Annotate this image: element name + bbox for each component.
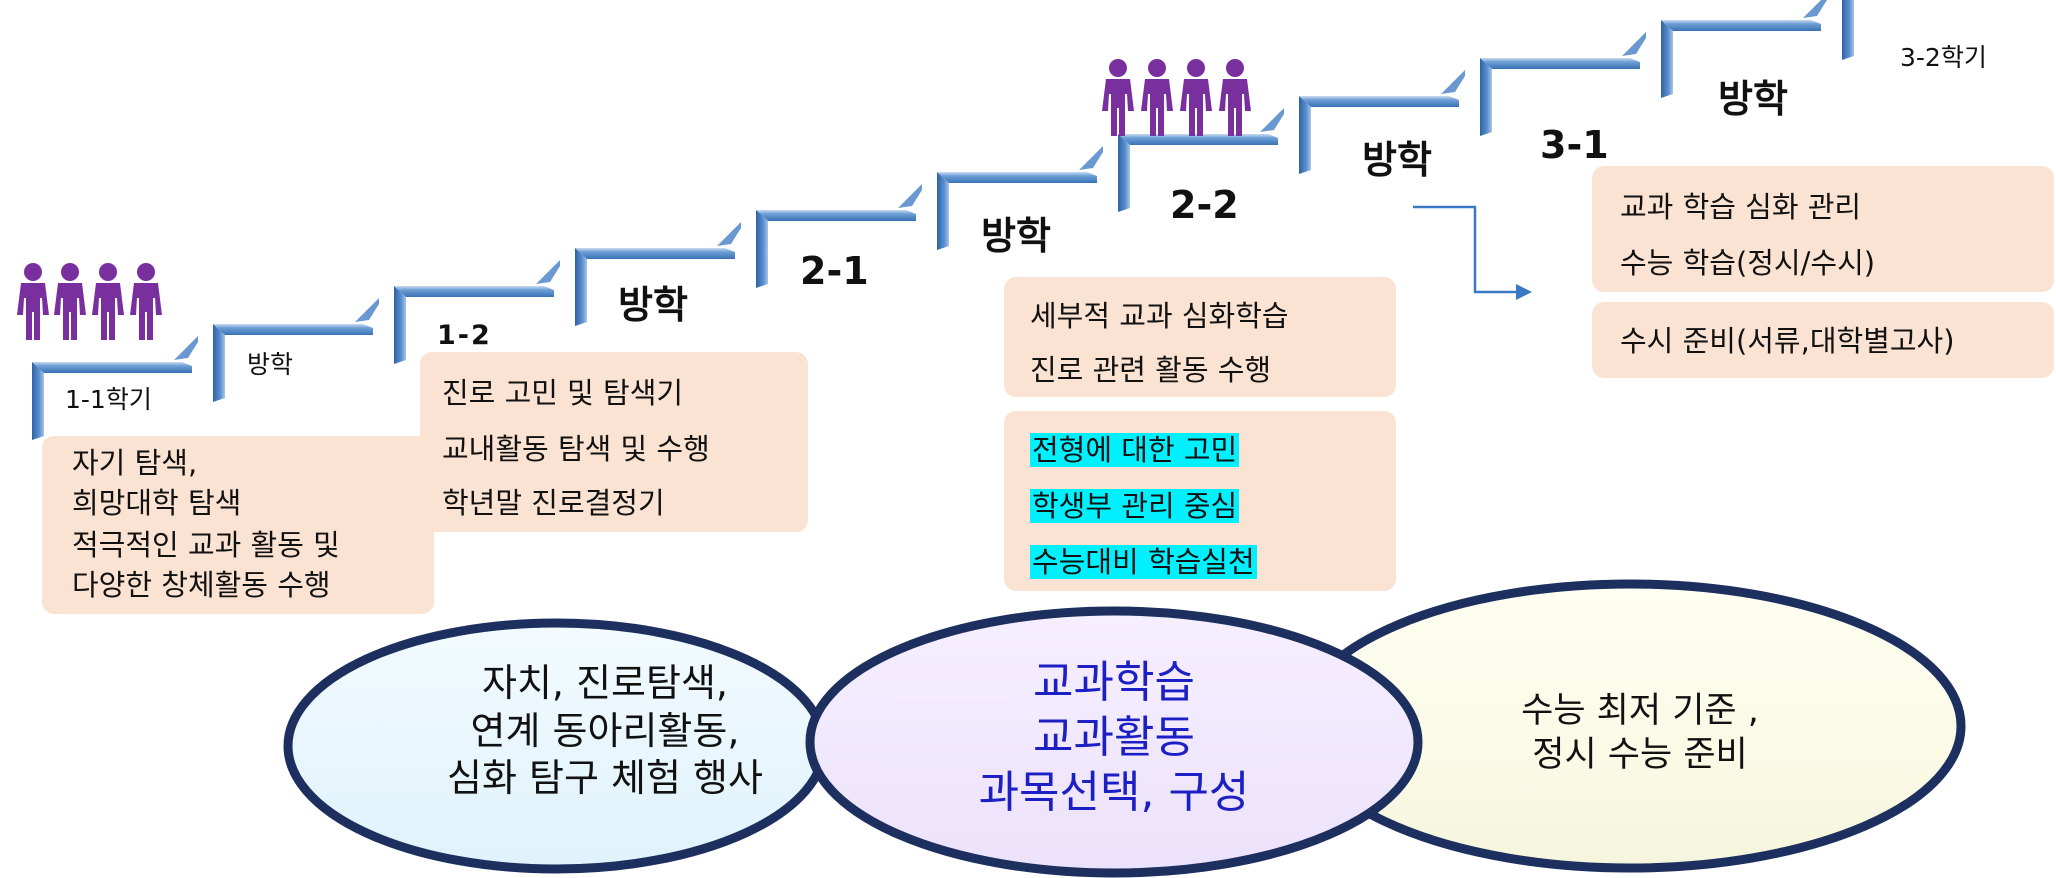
step-label-break-2: 방학: [618, 283, 688, 327]
note-line: 자기 탐색,: [72, 446, 198, 480]
stair-chevron: [717, 222, 741, 246]
oval-line: 교과활동: [1033, 712, 1195, 763]
stair-chevron: [1803, 0, 1827, 18]
staircase: [32, 0, 1854, 440]
oval-line: 심화 탐구 체험 행사: [447, 756, 763, 800]
stair-riser: [756, 210, 768, 288]
oval-left-text: 자치, 진로탐색, 연계 동아리활동, 심화 탐구 체험 행사: [380, 660, 830, 803]
note-line: 수시 준비(서류,대학별고사): [1620, 324, 1955, 358]
stair-step: [394, 260, 560, 364]
step-label-2-1: 2-1: [800, 249, 869, 293]
highlight-text: 전형에 대한 고민: [1030, 433, 1240, 467]
note-line: 교과 학습 심화 관리: [1620, 190, 1862, 224]
note-line: 진로 고민 및 탐색기: [442, 376, 684, 410]
stair-step: [32, 336, 198, 440]
stair-riser: [1842, 0, 1854, 60]
note-line: 전형에 대한 고민: [1030, 433, 1240, 468]
stair-step: [1480, 32, 1646, 136]
note-line: 다양한 창체활동 수행: [72, 568, 331, 602]
stair-step: [1299, 70, 1465, 174]
activity-ovals: [283, 579, 1966, 878]
stair-riser: [32, 362, 44, 440]
stair-riser: [1661, 20, 1673, 98]
note-2-2-top: 세부적 교과 심화학습 진로 관련 활동 수행: [1004, 277, 1396, 397]
stair-tread: [1661, 20, 1821, 31]
stair-tread: [575, 248, 735, 259]
oval-line: 연계 동아리활동,: [470, 708, 740, 753]
arrow-right-icon: [1413, 205, 1532, 300]
oval-line: 자치, 진로탐색,: [482, 661, 728, 705]
stair-chevron: [1079, 146, 1103, 170]
stair-chevron: [355, 298, 379, 322]
oval-center: [805, 606, 1423, 878]
note-3-1-top: 교과 학습 심화 관리 수능 학습(정시/수시): [1592, 166, 2054, 292]
note-1-2: 진로 고민 및 탐색기 교내활동 탐색 및 수행 학년말 진로결정기: [420, 352, 808, 532]
note-line: 세부적 교과 심화학습: [1030, 299, 1289, 333]
stair-step: [1661, 0, 1827, 98]
step-label-break-5: 방학: [1718, 77, 1788, 121]
stair-riser: [1480, 58, 1492, 136]
note-line: 적극적인 교과 활동 및: [72, 528, 340, 562]
note-3-1-bottom: 수시 준비(서류,대학별고사): [1592, 302, 2054, 378]
stair-riser: [937, 172, 949, 250]
note-line: 학년말 진로결정기: [442, 486, 665, 520]
stair-riser: [213, 324, 225, 402]
stair-chevron: [1622, 32, 1646, 56]
highlight-text: 수능대비 학습실천: [1030, 545, 1257, 579]
oval-center-text: 교과학습 교과활동 과목선택, 구성: [874, 655, 1354, 820]
step-label-3-1: 3-1: [1540, 123, 1609, 167]
stair-chevron: [1260, 108, 1284, 132]
stair-tread: [1118, 134, 1278, 145]
oval-right-text: 수능 최저 기준 , 정시 수능 준비: [1420, 690, 1860, 778]
note-line: 학생부 관리 중심: [1030, 489, 1240, 524]
stair-riser: [1299, 96, 1311, 174]
stair-tread: [1299, 96, 1459, 107]
step-label-break-1: 방학: [247, 350, 294, 379]
stair-chevron: [898, 184, 922, 208]
note-line: 희망대학 탐색: [72, 486, 242, 520]
note-line: 진로 관련 활동 수행: [1030, 353, 1272, 387]
step-label-3-2: 3-2학기: [1900, 43, 1987, 72]
stair-step: [575, 222, 741, 326]
stair-tread: [394, 286, 554, 297]
stair-riser: [1118, 134, 1130, 212]
stair-chevron: [174, 336, 198, 360]
note-line: 수능 학습(정시/수시): [1620, 246, 1876, 280]
stair-riser: [575, 248, 587, 326]
stair-chevron: [536, 260, 560, 284]
step-label-break-3: 방학: [981, 214, 1051, 258]
highlight-text: 학생부 관리 중심: [1030, 489, 1240, 523]
note-line: 수능대비 학습실천: [1030, 545, 1257, 580]
step-label-2-2: 2-2: [1170, 183, 1239, 227]
stair-step: [756, 184, 922, 288]
stair-tread: [937, 172, 1097, 183]
stair-riser: [394, 286, 406, 364]
people-group-icon: [1102, 59, 1251, 136]
stair-step: [1842, 0, 1854, 60]
step-label-1-2: 1-2: [437, 320, 492, 351]
stair-step: [1118, 108, 1284, 212]
stair-tread: [32, 362, 192, 373]
oval-line: 교과학습: [1033, 657, 1195, 708]
stair-chevron: [1441, 70, 1465, 94]
oval-line: 수능 최저 기준 ,: [1521, 691, 1759, 731]
stair-step: [213, 298, 379, 402]
oval-line: 정시 수능 준비: [1532, 734, 1748, 775]
note-line: 교내활동 탐색 및 수행: [442, 432, 710, 466]
step-label-1-1: 1-1학기: [65, 385, 152, 414]
oval-line: 과목선택, 구성: [978, 767, 1250, 818]
note-2-2-bottom: 전형에 대한 고민 학생부 관리 중심 수능대비 학습실천: [1004, 411, 1396, 591]
note-1-1: 자기 탐색, 희망대학 탐색 적극적인 교과 활동 및 다양한 창체활동 수행: [42, 436, 434, 614]
stair-tread: [213, 324, 373, 335]
stair-tread: [756, 210, 916, 221]
people-group-icon: [17, 263, 162, 340]
stair-step: [937, 146, 1103, 250]
stair-tread: [1480, 58, 1640, 69]
step-label-break-4: 방학: [1362, 138, 1432, 182]
